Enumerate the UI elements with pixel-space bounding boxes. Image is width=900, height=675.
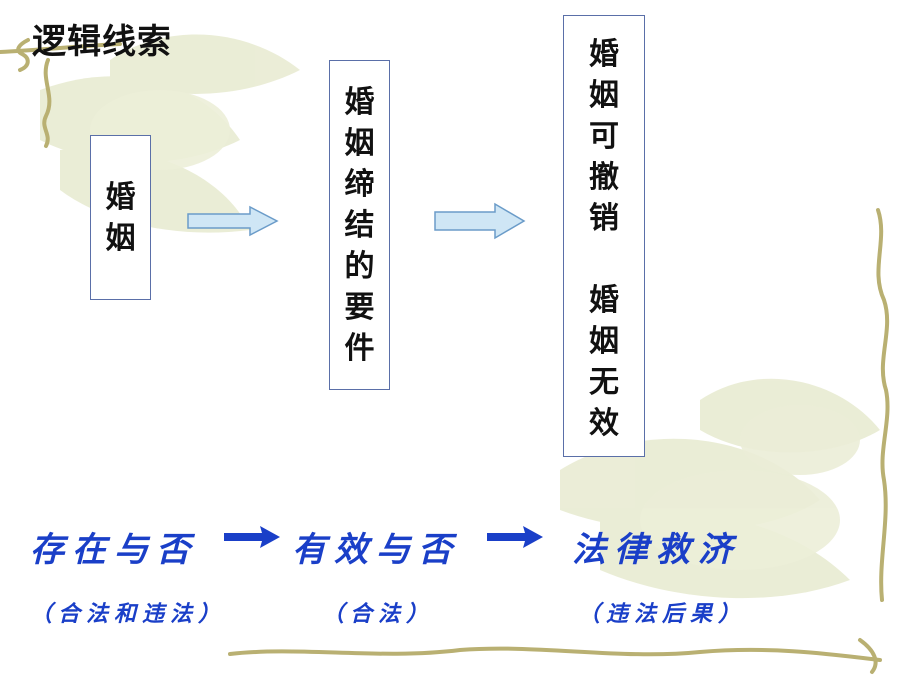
slide-title: 逻辑线索	[32, 22, 172, 62]
flow-item-existence: 存在与否	[30, 530, 198, 570]
box-char: 结	[344, 207, 375, 243]
box-revocable-void-marriage: 婚 姻 可 撤 销 婚 姻 无 效	[563, 15, 645, 457]
box-char: 无	[589, 365, 619, 400]
box-char: 婚	[589, 283, 619, 318]
box-char: 的	[344, 248, 375, 284]
box-marriage: 婚 姻	[90, 135, 151, 300]
flow-arrow-icon	[487, 526, 543, 548]
box-char: 撤	[589, 160, 619, 195]
box-char: 姻	[344, 125, 375, 161]
flow-note-legal-illegal: （合法和违法）	[30, 601, 227, 627]
flow-arrow-icon	[224, 526, 280, 548]
right-arrow-icon	[187, 205, 279, 237]
box-char: 姻	[105, 220, 136, 256]
flow-item-legal-remedy: 法律救济	[572, 530, 740, 570]
box-char: 要	[344, 289, 375, 325]
box-marriage-requirements: 婚 姻 缔 结 的 要 件	[329, 60, 390, 390]
flow-item-validity: 有效与否	[292, 530, 460, 570]
box-char: 效	[589, 406, 619, 441]
box-char: 婚	[344, 84, 375, 120]
box-char: 可	[589, 119, 619, 154]
box-char: 销	[589, 201, 619, 236]
box-char: 姻	[589, 78, 619, 113]
box-char: 缔	[344, 166, 375, 202]
box-char: 件	[344, 330, 375, 366]
box-char: 婚	[589, 37, 619, 72]
box-char: 姻	[589, 324, 619, 359]
flow-note-illegal-consequence: （违法后果）	[578, 601, 747, 627]
box-char: 婚	[105, 179, 136, 215]
right-arrow-icon	[434, 202, 526, 240]
flow-note-legal: （合法）	[322, 601, 435, 627]
